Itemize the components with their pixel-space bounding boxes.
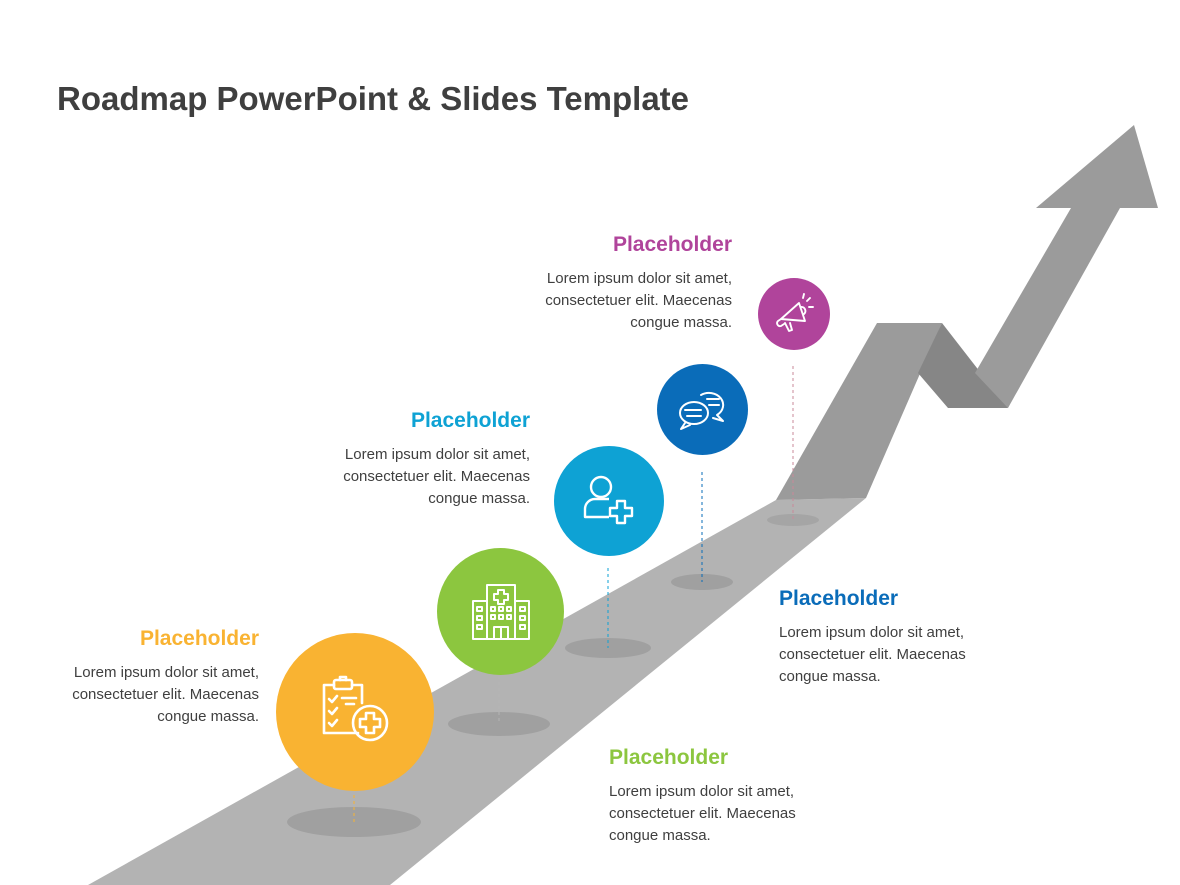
road-fold (918, 323, 1008, 408)
megaphone-icon (776, 293, 814, 332)
milestone-2-heading: Placeholder (609, 746, 729, 769)
milestone-4-heading: Placeholder (779, 587, 899, 610)
milestone-1-heading: Placeholder (139, 627, 259, 650)
road-path (88, 498, 866, 885)
milestone-3-body: Lorem ipsum dolor sit amet, consectetuer… (343, 446, 530, 507)
milestone-3-text: Placeholder Lorem ipsum dolor sit amet, … (290, 408, 530, 510)
road-rise-2 (975, 208, 1120, 408)
chat-bubbles-icon (678, 391, 724, 430)
milestone-1-body: Lorem ipsum dolor sit amet, consectetuer… (72, 664, 259, 725)
milestone-5-text: Placeholder Lorem ipsum dolor sit amet, … (492, 232, 732, 334)
milestone-3-circle (554, 446, 664, 556)
shadow-2 (448, 712, 550, 736)
clipboard-medical-icon (322, 675, 389, 742)
add-user-icon (583, 475, 634, 525)
milestone-4-body: Lorem ipsum dolor sit amet, consectetuer… (779, 624, 966, 685)
milestone-1-circle (276, 633, 434, 791)
milestone-2-body: Lorem ipsum dolor sit amet, consectetuer… (609, 783, 796, 844)
milestone-5-circle (758, 278, 830, 350)
milestone-1-text: Placeholder Lorem ipsum dolor sit amet, … (19, 626, 259, 728)
milestone-5-body: Lorem ipsum dolor sit amet, consectetuer… (545, 270, 732, 331)
road-rise-1 (776, 323, 942, 500)
milestone-4-text: Placeholder Lorem ipsum dolor sit amet, … (779, 586, 1019, 688)
milestone-2-circle (437, 548, 564, 675)
milestone-3-heading: Placeholder (410, 409, 530, 432)
milestone-2-text: Placeholder Lorem ipsum dolor sit amet, … (609, 745, 849, 847)
milestone-5-heading: Placeholder (612, 233, 732, 256)
arrow-head (1036, 125, 1158, 208)
shadow-5 (767, 514, 819, 526)
slide-title: Roadmap PowerPoint & Slides Template (57, 80, 690, 117)
hospital-icon (471, 583, 530, 640)
milestone-4-circle (657, 364, 748, 455)
